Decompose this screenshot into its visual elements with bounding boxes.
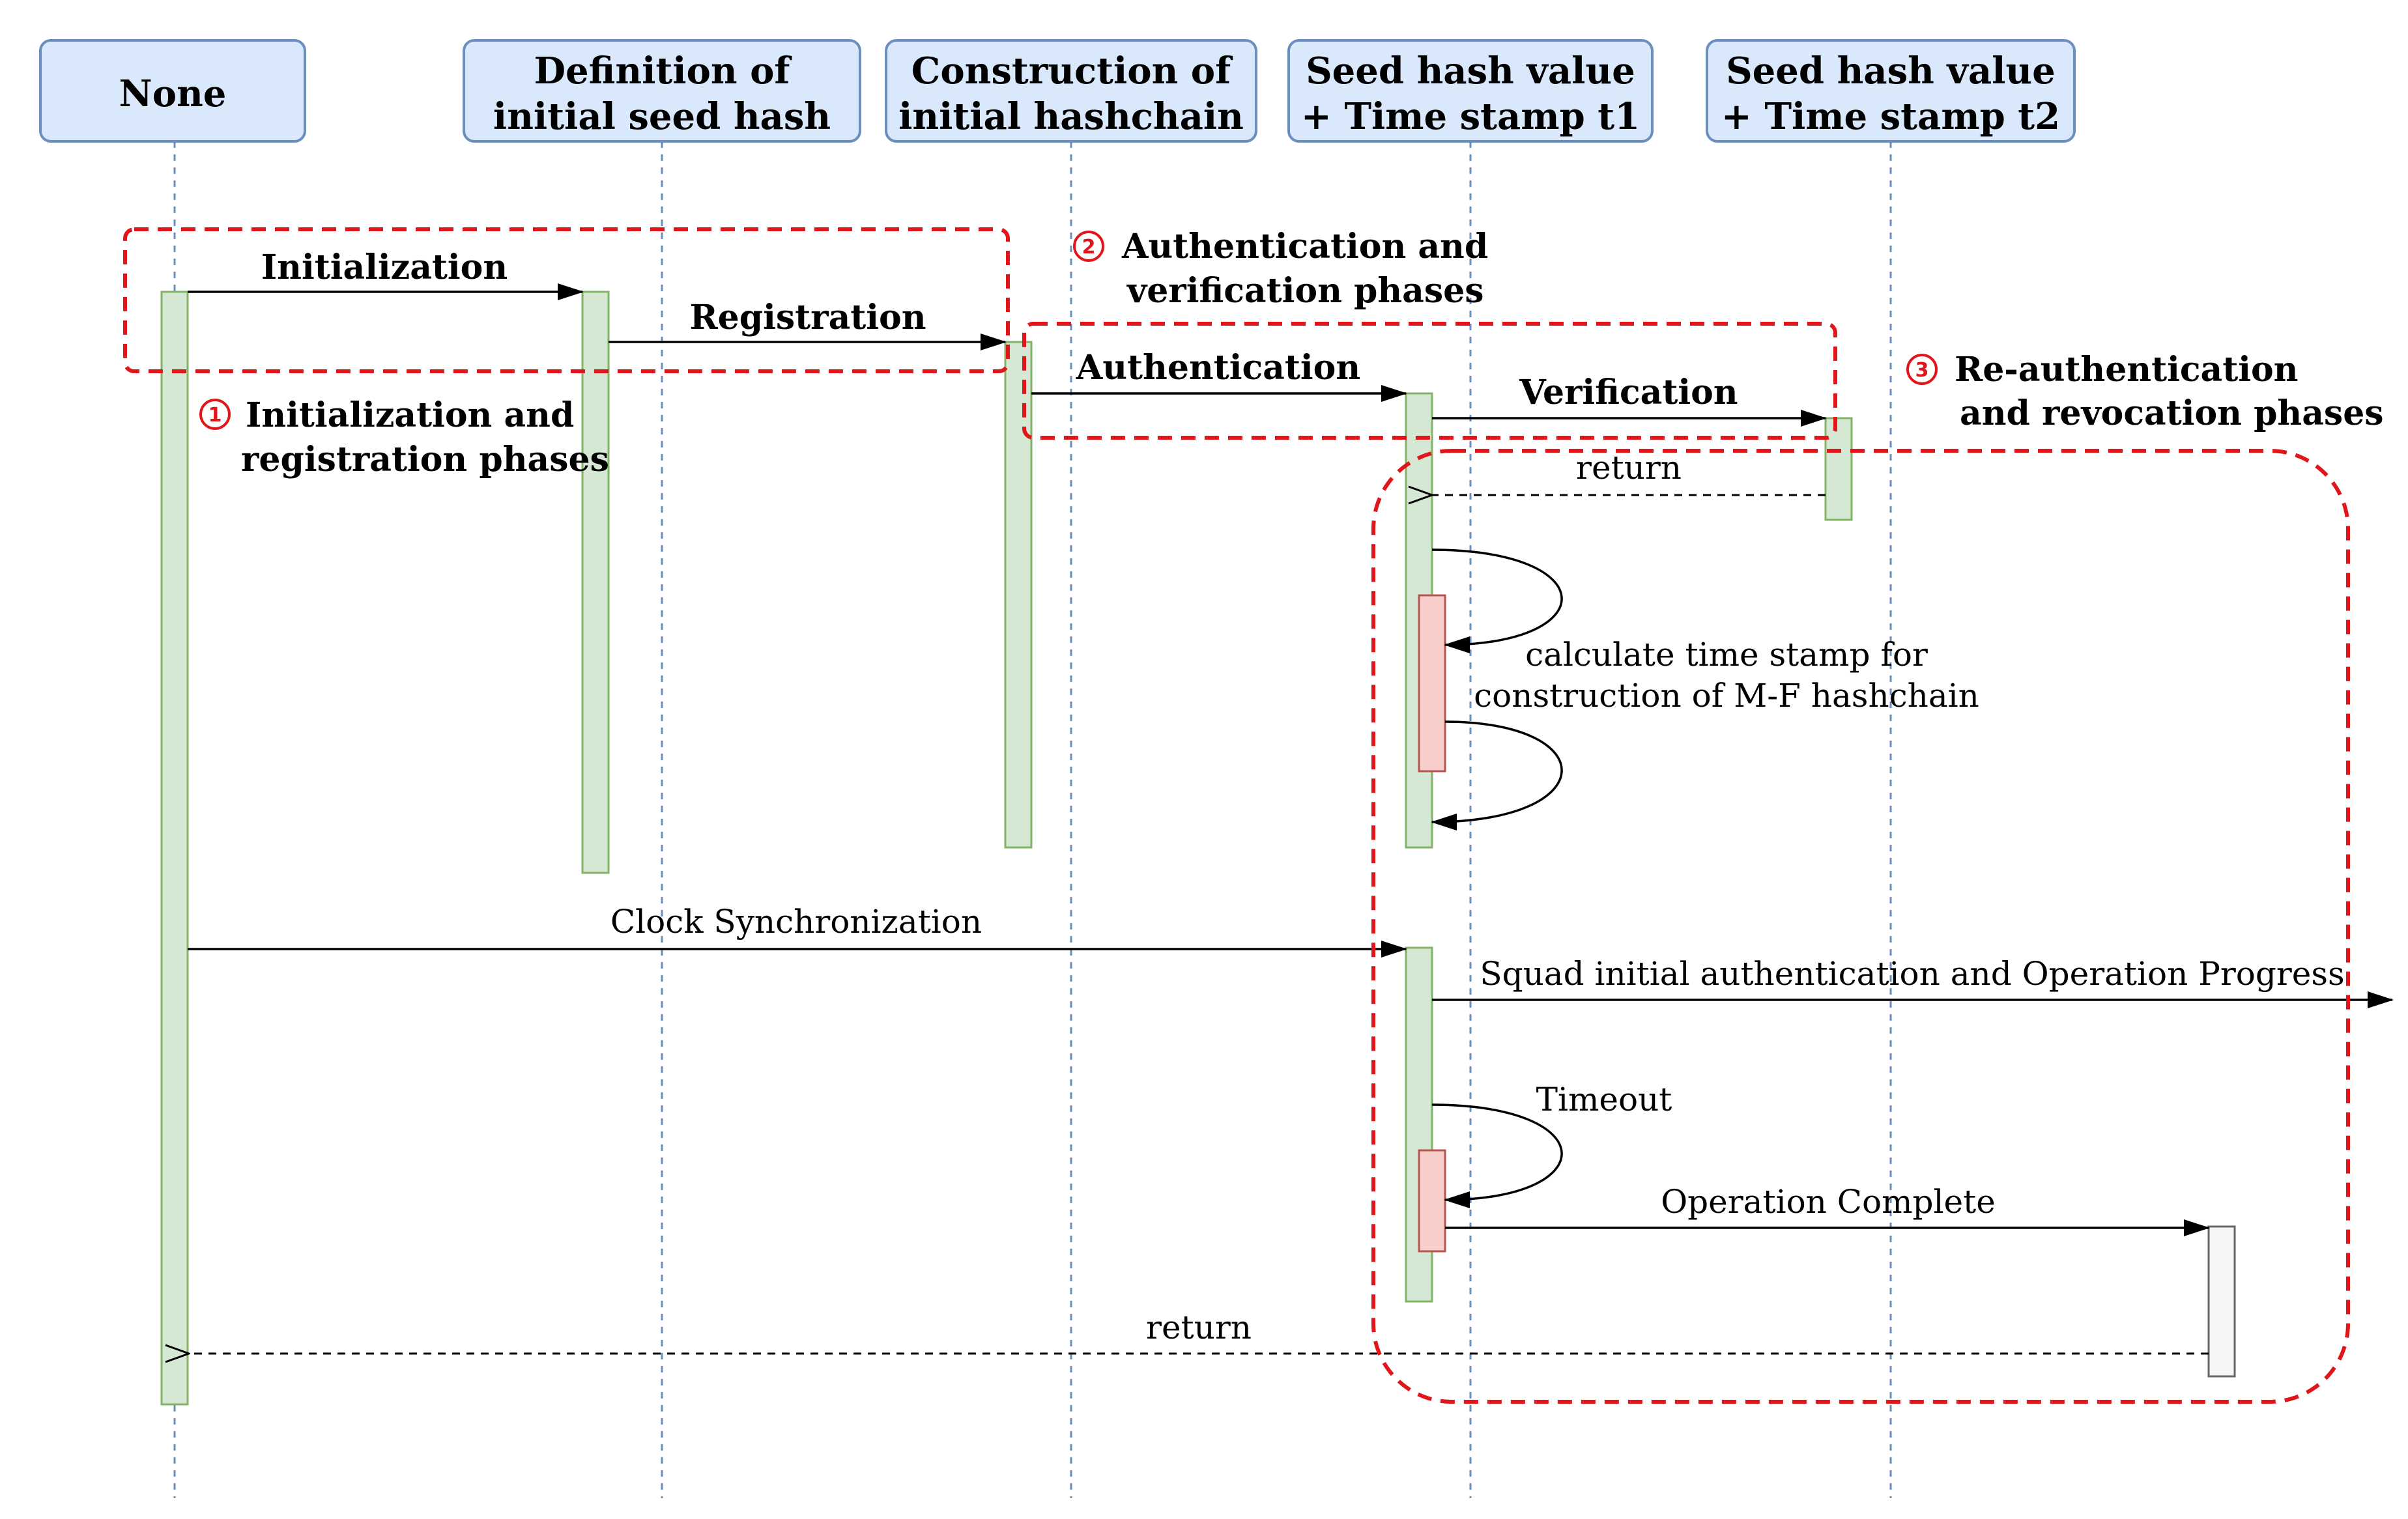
lifeline-header-none: None (39, 39, 306, 143)
phase-label-line1: Re-authentication (1955, 350, 2299, 390)
message-calc-label-line1: calculate time stamp for (1525, 636, 1928, 674)
phase-label-3: 3 Re-authentication and revocation phase… (1906, 350, 2384, 433)
activation-chain (1004, 341, 1033, 849)
phase-label-line2: verification phases (1126, 271, 1484, 311)
message-clock-sync-label: Clock Synchronization (610, 903, 982, 941)
self-activation-timeout (1418, 1149, 1446, 1253)
message-return-final-label: return (1146, 1309, 1252, 1346)
message-registration-label: Registration (689, 298, 926, 337)
phase-number: 3 (1915, 359, 1929, 382)
phase-label-line2: and revocation phases (1960, 393, 2384, 433)
lifeline-header-t2: Seed hash value + Time stamp t2 (1706, 39, 2076, 143)
lifeline-header-t1: Seed hash value + Time stamp t1 (1287, 39, 1654, 143)
lifeline-header-chain: Construction of initial hashchain (885, 39, 1257, 143)
activation-seed (581, 291, 610, 874)
message-squad-label: Squad initial authentication and Operati… (1480, 955, 2344, 993)
activation-none (160, 291, 189, 1406)
phase-box-2 (1022, 322, 1837, 440)
lifeline-title-line1: Construction of (911, 50, 1233, 92)
lifeline-title: None (119, 72, 227, 115)
activation-operation-complete (2207, 1225, 2236, 1378)
message-authentication-label: Authentication (1076, 348, 1360, 388)
phase-box-3 (1371, 449, 2350, 1404)
phase-label-1: 1 Initialization and registration phases (199, 395, 609, 479)
self-message-calc-loop1 (1431, 548, 1563, 653)
self-message-calc-loop2 (1431, 720, 1563, 830)
phase-label-line1: Initialization and (246, 395, 574, 435)
lifeline-title-line1: Definition of (534, 50, 792, 92)
message-initialization-label: Initialization (261, 248, 508, 287)
lifeline-title-line2: + Time stamp t2 (1721, 95, 2060, 138)
lifeline-title-line2: initial seed hash (493, 95, 831, 138)
lifeline-title-line2: initial hashchain (898, 95, 1244, 138)
phase-label-2: 2 Authentication and verification phases (1073, 227, 1488, 311)
activation-t2 (1824, 417, 1853, 521)
phase-number: 1 (208, 404, 222, 427)
lifeline-header-seed: Definition of initial seed hash (463, 39, 861, 143)
message-timeout-label: Timeout (1536, 1081, 1672, 1118)
self-activation-calc (1418, 594, 1446, 773)
message-return-t2-label: return (1576, 449, 1682, 487)
message-verification-label: Verification (1519, 373, 1738, 412)
phase-label-line2: registration phases (241, 440, 609, 479)
phase-label-line1: Authentication and (1121, 227, 1488, 266)
lifeline-title-line1: Seed hash value (1306, 50, 1635, 92)
self-message-timeout-loop (1431, 1103, 1563, 1208)
phase-box-1 (123, 227, 1010, 373)
lifeline-title-line2: + Time stamp t1 (1301, 95, 1640, 138)
message-operation-complete-label: Operation Complete (1661, 1183, 1996, 1221)
phase-number: 2 (1082, 236, 1096, 259)
message-calc-label-line2: construction of M-F hashchain (1474, 677, 1979, 715)
lifeline-title-line1: Seed hash value (1726, 50, 2056, 92)
